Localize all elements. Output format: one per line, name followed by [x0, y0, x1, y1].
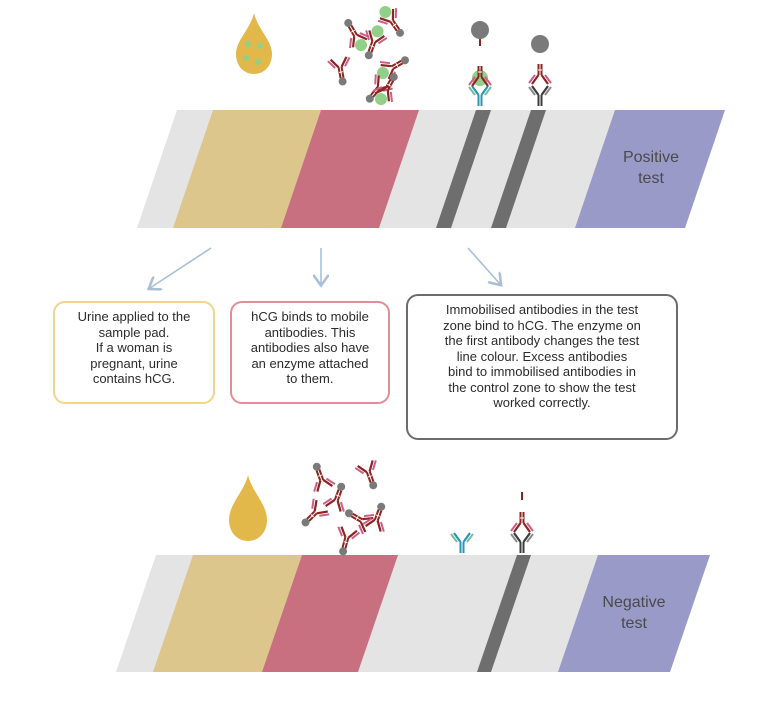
hcg-icon [243, 55, 249, 61]
conjugate-pad [281, 110, 419, 228]
enzyme-icon [531, 35, 549, 53]
hcg-icon [245, 41, 251, 47]
test-line [436, 110, 491, 228]
mobile-antibodies-cluster [295, 459, 393, 558]
callout-text-line: Urine applied to the [77, 309, 191, 324]
antibody-enzyme-icon [305, 459, 335, 492]
control-line-complex [509, 492, 535, 555]
antibody-enzyme-icon [328, 56, 354, 87]
callout-text-line: the control zone to show the test [448, 379, 636, 395]
callout-text-line: worked correctly. [493, 395, 591, 410]
sample-pad [173, 110, 321, 228]
test-line-complex [467, 21, 493, 108]
antibody-enzyme-icon [355, 459, 385, 492]
control-line [491, 110, 546, 228]
urine-drop-icon [236, 13, 272, 74]
positive-label-line-2: test [638, 170, 664, 187]
callout-text-line: an enzyme attached [251, 355, 369, 371]
control-antibody-icon [527, 84, 553, 108]
hcg-icon [257, 43, 263, 49]
callout-text-line: antibodies. This [264, 324, 356, 340]
callout-sample-pad: Urine applied to the sample pad. If a wo… [53, 301, 215, 404]
enzyme-icon [471, 21, 489, 39]
callout-text-line: If a woman is [95, 340, 173, 355]
antibody-enzyme-icon [323, 479, 353, 512]
callout-text-line: sample pad. [98, 324, 170, 340]
negative-label-line-2: test [621, 615, 647, 632]
positive-test-strip: Positive test [137, 110, 725, 228]
positive-label-line-1: Positive [623, 149, 679, 166]
hcg-icon [255, 59, 261, 65]
enzyme-antibody-icon [509, 510, 535, 534]
sample-pad [153, 555, 302, 672]
callout-text-line: antibodies also have [250, 340, 370, 355]
enzyme-antibody-icon [527, 62, 553, 86]
absorbent-pad [558, 555, 710, 672]
arrow-zones [467, 247, 500, 284]
control-line-complex [527, 35, 553, 108]
capture-antibody-icon [449, 531, 475, 555]
antibody-enzyme-icon [331, 526, 359, 558]
arrow-sample [150, 247, 212, 288]
negative-test-strip: Negative test [116, 555, 710, 672]
callout-test-control-zones: Immobilised antibodies in the test zone … [406, 294, 678, 440]
mobile-antibodies-cluster [328, 1, 414, 110]
callout-conjugate-pad: hCG binds to mobile antibodies. This ant… [230, 301, 390, 404]
callout-text-line: bind to immobilised antibodies in [448, 364, 636, 379]
callout-text-line: contains hCG. [92, 371, 176, 386]
callout-text-line: zone bind to hCG. The enzyme on [443, 317, 641, 333]
conjugate-pad [262, 555, 398, 672]
control-line [477, 555, 531, 672]
control-antibody-icon [509, 531, 535, 555]
negative-label-line-1: Negative [602, 594, 665, 611]
absorbent-pad [575, 110, 725, 228]
callout-text-line: the first antibody changes the test [444, 333, 640, 348]
callout-text-line: pregnant, urine [90, 355, 178, 371]
callout-text-line: to them. [286, 371, 334, 386]
urine-drop-icon [229, 475, 267, 541]
callout-text-line: line colour. Excess antibodies [456, 348, 628, 364]
capture-antibody-icon [467, 84, 493, 108]
callout-text-line: hCG binds to mobile [251, 309, 369, 324]
antibody-enzyme-icon [340, 502, 375, 535]
callout-text-line: Immobilised antibodies in the test [445, 302, 639, 317]
